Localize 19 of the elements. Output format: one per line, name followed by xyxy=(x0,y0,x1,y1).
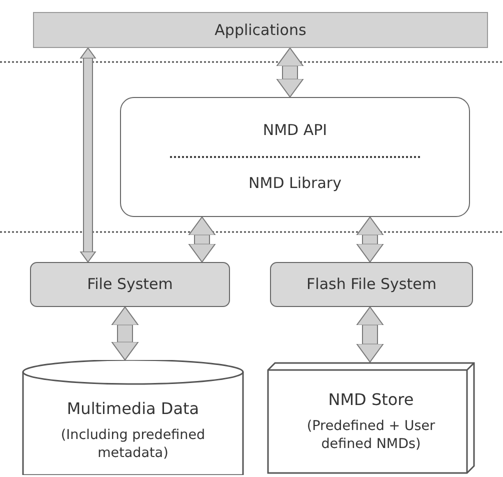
node-label: Applications xyxy=(214,20,306,40)
double-arrow xyxy=(80,48,96,262)
double-arrow xyxy=(188,216,216,262)
node-label: NMD API xyxy=(262,121,328,140)
node-label: Multimedia Data xyxy=(66,398,200,419)
process-box xyxy=(30,262,230,307)
node-description: (Predefined + User defined NMDs) xyxy=(306,418,436,454)
node-label: NMD Store xyxy=(328,390,414,410)
double-arrow xyxy=(356,306,384,362)
double-arrow xyxy=(276,48,304,98)
double-arrow xyxy=(356,216,384,262)
node-label: NMD Library xyxy=(248,174,342,193)
node-label: Flash File System xyxy=(306,275,436,294)
applications-bar xyxy=(33,12,488,48)
node-description: (Including predefined metadata) xyxy=(60,426,206,462)
process-box xyxy=(270,262,473,307)
node-label: File System xyxy=(87,275,173,294)
library-box xyxy=(120,97,470,217)
double-arrow xyxy=(111,306,139,360)
